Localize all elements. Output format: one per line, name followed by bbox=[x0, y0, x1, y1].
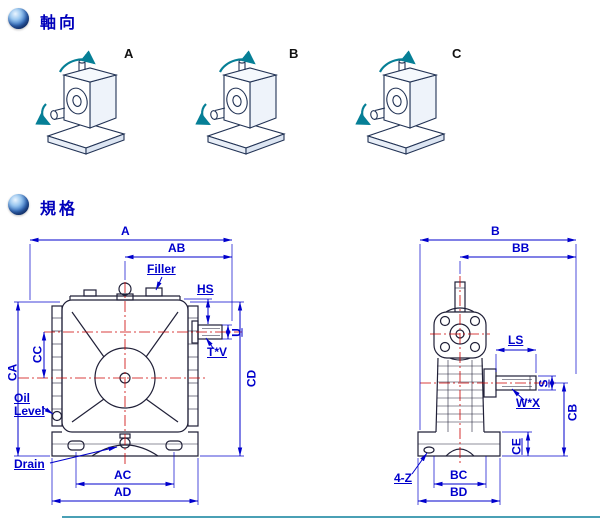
side-view-drawing bbox=[411, 237, 577, 505]
dim-label-ac: AC bbox=[114, 468, 132, 482]
isometric-view-a bbox=[42, 59, 124, 154]
dim-label-ce[interactable]: CE bbox=[509, 438, 524, 455]
dim-label-bc: BC bbox=[450, 468, 468, 482]
section-title-spec: 規格 bbox=[40, 201, 79, 218]
dim-label-ab: AB bbox=[168, 241, 186, 255]
dim-label-wx[interactable]: W*X bbox=[516, 396, 540, 410]
filler-label[interactable]: Filler bbox=[147, 262, 176, 276]
section-title-axial: 軸向 bbox=[40, 15, 79, 32]
dim-label-bb: BB bbox=[512, 241, 530, 255]
section-divider bbox=[62, 516, 600, 518]
isometric-view-b bbox=[202, 59, 284, 154]
dim-label-b: B bbox=[491, 224, 500, 238]
front-view-drawing bbox=[14, 237, 244, 505]
variant-label-a: A bbox=[124, 46, 134, 61]
dim-label-s[interactable]: S bbox=[536, 379, 551, 388]
variant-label-b: B bbox=[289, 46, 299, 61]
dim-label-cb: CB bbox=[565, 403, 580, 422]
dim-label-ca: CA bbox=[5, 363, 20, 382]
variant-label-c: C bbox=[452, 46, 462, 61]
dim-label-ls[interactable]: LS bbox=[508, 333, 524, 347]
dim-label-4z[interactable]: 4-Z bbox=[394, 471, 412, 485]
dim-label-cc: CC bbox=[30, 345, 45, 364]
dim-label-a: A bbox=[121, 224, 130, 238]
dim-label-hs[interactable]: HS bbox=[197, 282, 214, 296]
dim-label-tv[interactable]: T*V bbox=[207, 345, 228, 359]
drain-label[interactable]: Drain bbox=[14, 457, 45, 471]
section-bullet-icon bbox=[8, 8, 29, 29]
dim-label-ad: AD bbox=[114, 485, 132, 499]
oil-level-label[interactable]: Oil Level bbox=[14, 391, 45, 418]
dim-label-u[interactable]: U bbox=[229, 328, 244, 337]
dim-label-cd: CD bbox=[244, 369, 259, 388]
section-bullet-icon bbox=[8, 194, 29, 215]
dim-label-bd: BD bbox=[450, 485, 468, 499]
isometric-view-c bbox=[362, 59, 444, 154]
